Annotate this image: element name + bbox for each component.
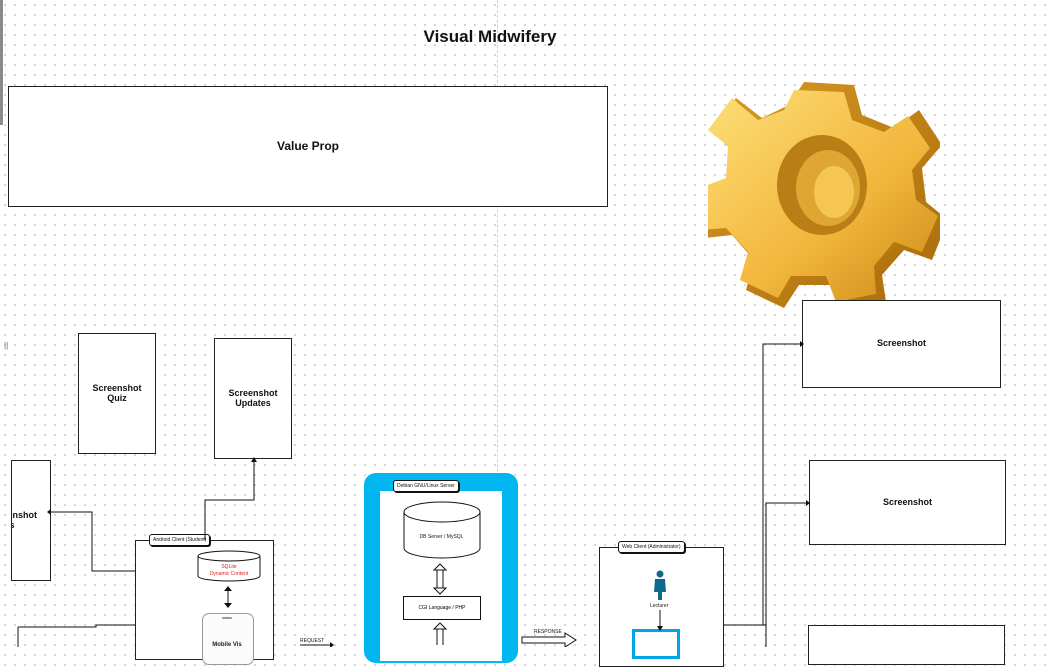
sqlite-database-icon[interactable] xyxy=(196,550,262,584)
screenshot-slides-box[interactable]: Screenshot Slides xyxy=(11,460,51,581)
lecturer-label: Lecturer xyxy=(650,603,669,609)
phone-label: Mobile Vis xyxy=(212,642,242,648)
double-arrow-cgi-lower-head xyxy=(432,622,448,630)
connector-web-screenshot-2 xyxy=(765,502,808,647)
web-client-tag[interactable]: Web Client (Administrator) xyxy=(618,541,685,553)
screenshot-updates-box[interactable]: Screenshot Updates xyxy=(214,338,292,459)
screenshot-right-1-label: Screenshot xyxy=(876,338,927,349)
value-prop-box[interactable]: Value Prop xyxy=(8,86,608,207)
value-prop-label: Value Prop xyxy=(276,138,340,153)
left-scroll-rail[interactable] xyxy=(0,0,3,125)
gear-icon[interactable] xyxy=(708,70,940,310)
db-server-label: DB Server / MySQL xyxy=(419,534,464,540)
connector-layer xyxy=(17,341,810,647)
connector-web-screenshot-1 xyxy=(724,343,800,626)
screenshot-quiz-box[interactable]: Screenshot Quiz xyxy=(78,333,156,454)
arrowhead-sqlite-up xyxy=(224,586,232,591)
connector-android-updates xyxy=(204,462,255,540)
arrowhead-screenshot-2 xyxy=(806,500,810,506)
screenshot-right-2-box[interactable]: Screenshot xyxy=(809,460,1006,545)
arrowhead-slides xyxy=(47,509,51,515)
screenshot-quiz-label: Screenshot Quiz xyxy=(92,382,142,403)
screenshot-slides-label: Screenshot Slides xyxy=(12,509,38,530)
server-tag[interactable]: Debian GNU/Linux Server xyxy=(393,480,459,492)
rail-grip-icon[interactable]: || xyxy=(4,341,9,350)
db-server-icon[interactable] xyxy=(402,501,482,561)
double-arrow-db-cgi-head xyxy=(432,563,448,571)
double-arrow-db-cgi xyxy=(436,567,444,590)
cgi-php-label: CGI Language / PHP xyxy=(418,605,466,611)
arrowhead-updates xyxy=(251,457,257,462)
screenshot-right-2-label: Screenshot xyxy=(882,496,933,507)
connector-android-slides xyxy=(51,511,135,572)
response-label: RESPONSE xyxy=(534,629,562,635)
screenshot-updates-label: Screenshot Updates xyxy=(228,387,278,408)
diagram-title[interactable]: Visual Midwifery xyxy=(423,27,557,46)
android-client-tag[interactable]: Android Client (Student) xyxy=(149,534,211,546)
arrowhead-screenshot-1 xyxy=(800,341,804,347)
cgi-php-box[interactable]: CGI Language / PHP xyxy=(403,596,481,620)
arrowhead-lecturer xyxy=(657,626,663,631)
connector-left-lower xyxy=(18,624,135,628)
double-arrow-db-cgi-foot xyxy=(432,587,448,595)
lecturer-icon[interactable] xyxy=(653,570,667,600)
page-break-line xyxy=(497,0,498,647)
arrowhead-sqlite-down xyxy=(224,603,232,608)
phone-speaker xyxy=(222,617,232,619)
diagram-canvas: || Visual Midwifery Value Prop Screen xyxy=(0,0,1006,667)
arrowhead-request xyxy=(330,642,334,647)
response-arrow-icon xyxy=(521,632,577,647)
request-label: REQUEST xyxy=(300,638,325,644)
sqlite-label: SQLite Dynamic Content xyxy=(209,564,249,577)
